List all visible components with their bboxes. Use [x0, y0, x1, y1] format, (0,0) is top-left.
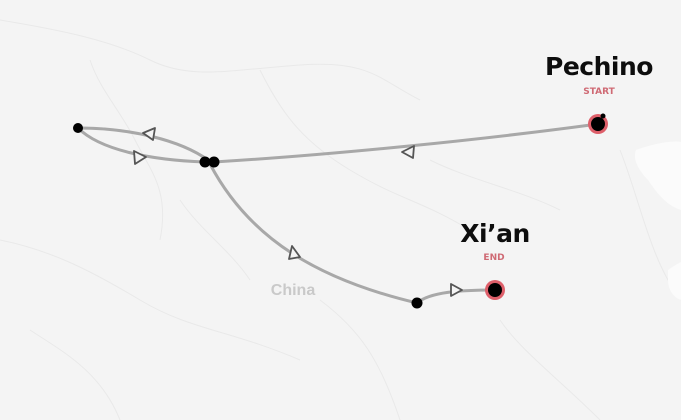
waypoint-marker-junction-b[interactable] — [208, 156, 220, 168]
route-segment-start-to-junction — [212, 122, 600, 164]
arrow-icon — [133, 150, 147, 165]
coast-shape — [634, 141, 681, 210]
start-marker[interactable] — [588, 113, 608, 135]
map-texture — [0, 19, 681, 420]
start-city-label: Pechino — [545, 52, 653, 81]
waypoints — [73, 123, 423, 309]
end-tag-label: END — [483, 253, 505, 263]
waypoint-marker-south[interactable] — [411, 297, 423, 309]
arrow-icon — [401, 145, 415, 159]
coast-shape — [668, 262, 681, 300]
arrow-icon — [288, 245, 301, 260]
end-city-label: Xi’an — [460, 219, 530, 248]
direction-arrows — [133, 127, 463, 297]
country-label: China — [270, 282, 316, 299]
waypoint-marker-junction-a[interactable] — [199, 156, 211, 168]
route — [76, 122, 600, 305]
start-tag-label: START — [583, 87, 615, 97]
arrow-icon — [450, 283, 463, 297]
route-segment-west-to-junction — [76, 126, 207, 164]
end-marker[interactable] — [485, 280, 505, 300]
waypoint-marker-west[interactable] — [73, 123, 83, 133]
arrow-icon — [142, 127, 156, 141]
